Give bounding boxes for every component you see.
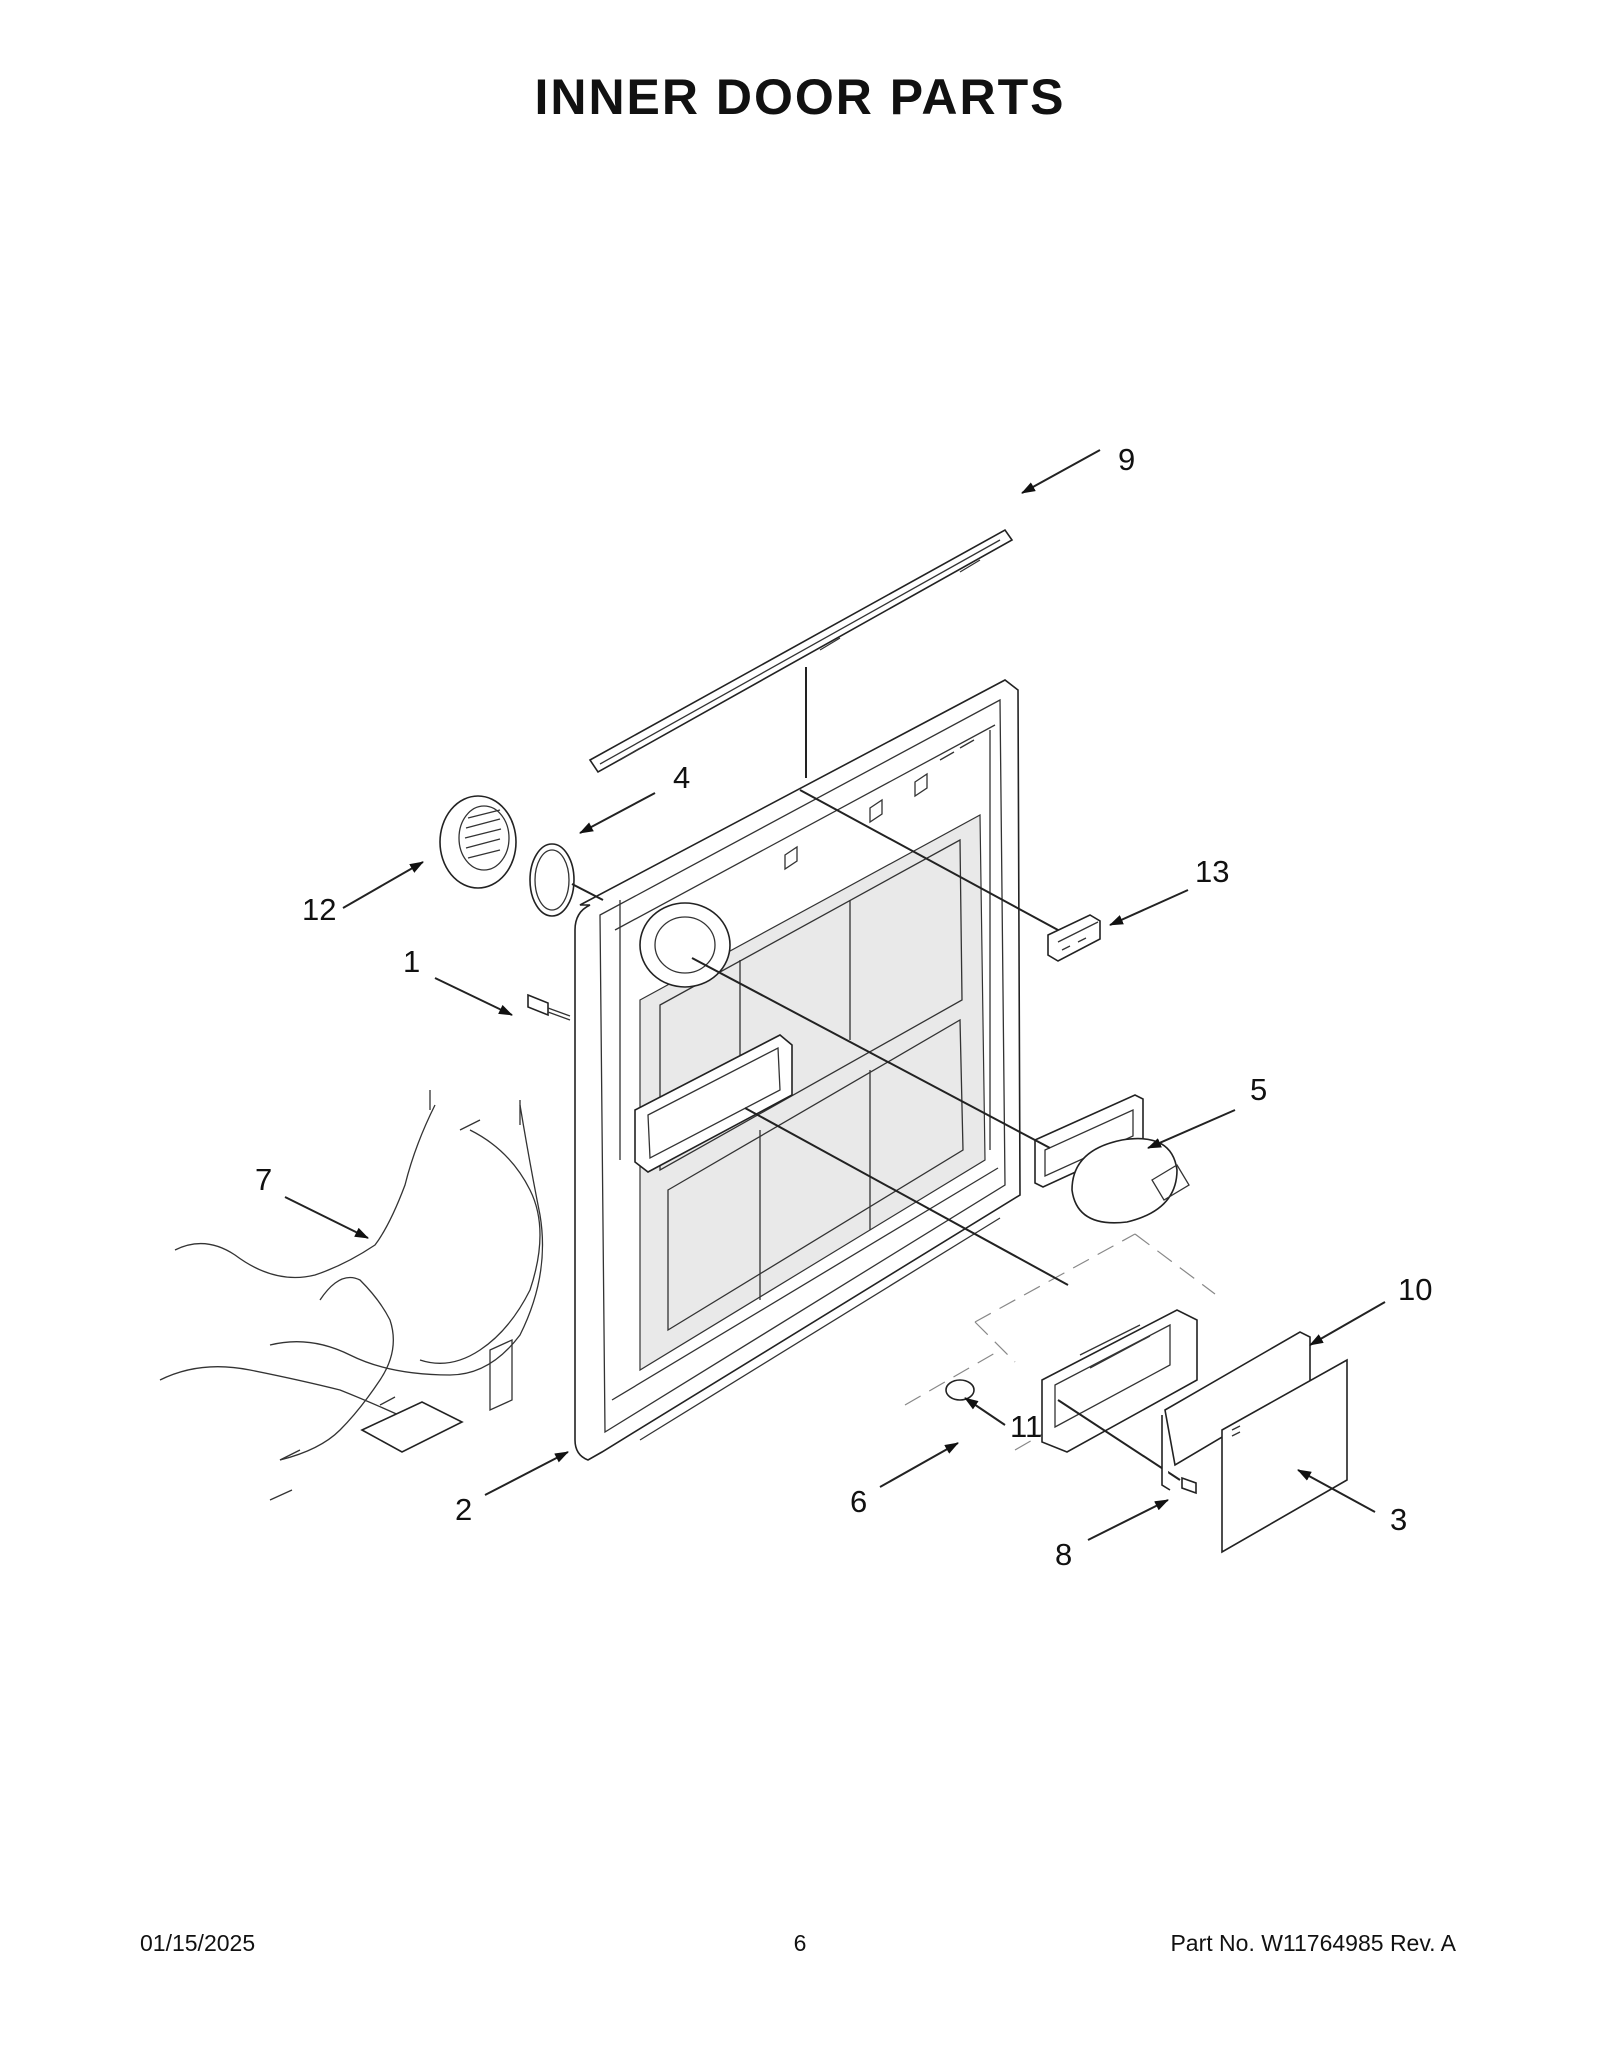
arrow-10: [1309, 1301, 1386, 1346]
part-3-cover-plate: [1221, 1358, 1348, 1554]
arrow-6: [879, 1442, 959, 1488]
callout-2: 2: [455, 1492, 472, 1527]
arrow-13: [1109, 889, 1189, 926]
leader-6: [744, 1107, 1069, 1286]
part-5-vent-assembly: [1034, 1094, 1190, 1224]
leader-13: [799, 789, 1059, 931]
callout-11: 11: [1010, 1409, 1042, 1444]
callout-3: 3: [1390, 1502, 1407, 1537]
arrow-12: [342, 861, 424, 909]
callout-5: 5: [1250, 1072, 1267, 1107]
arrow-7: [284, 1196, 369, 1239]
leader-4: [571, 883, 604, 901]
arrow-5: [1147, 1109, 1236, 1149]
part-12-vent-grille: [439, 795, 517, 889]
part-10-gasket: [1161, 1331, 1311, 1491]
leader-8: [1057, 1399, 1181, 1481]
callout-7: 7: [255, 1162, 272, 1197]
arrow-1: [434, 977, 513, 1016]
arrow-9: [1021, 449, 1101, 494]
leader-5: [691, 957, 1051, 1149]
part-9-trim-strip: [588, 528, 1014, 774]
arrow-8: [1087, 1499, 1169, 1541]
arrow-3: [1297, 1469, 1376, 1513]
part-1-screw: [527, 993, 571, 1021]
callout-9: 9: [1118, 442, 1135, 477]
footer-date: 01/15/2025: [140, 1930, 256, 1956]
arrow-11: [964, 1397, 1006, 1426]
part-8-screw: [1181, 1476, 1197, 1495]
callout-12: 12: [302, 892, 336, 927]
part-6-dispenser: [904, 1233, 1216, 1453]
callout-1: 1: [403, 944, 420, 979]
callout-8: 8: [1055, 1537, 1072, 1572]
part-4-gasket-ring: [529, 843, 575, 917]
arrow-2: [484, 1451, 569, 1496]
part-1-inner-door-panel: [574, 679, 1021, 1461]
part-7-wire-harness: [159, 1090, 544, 1501]
page-title: INNER DOOR PARTS: [534, 69, 1066, 125]
callout-13: 13: [1195, 854, 1229, 889]
callout-6: 6: [850, 1484, 867, 1519]
callout-10: 10: [1398, 1272, 1432, 1307]
footer-page-number: 6: [793, 1930, 807, 1956]
arrow-4: [579, 792, 656, 834]
part-13-switch: [1047, 914, 1101, 962]
callout-4: 4: [673, 760, 690, 795]
footer-part-number: Part No. W11764985 Rev. A: [1170, 1930, 1456, 1956]
